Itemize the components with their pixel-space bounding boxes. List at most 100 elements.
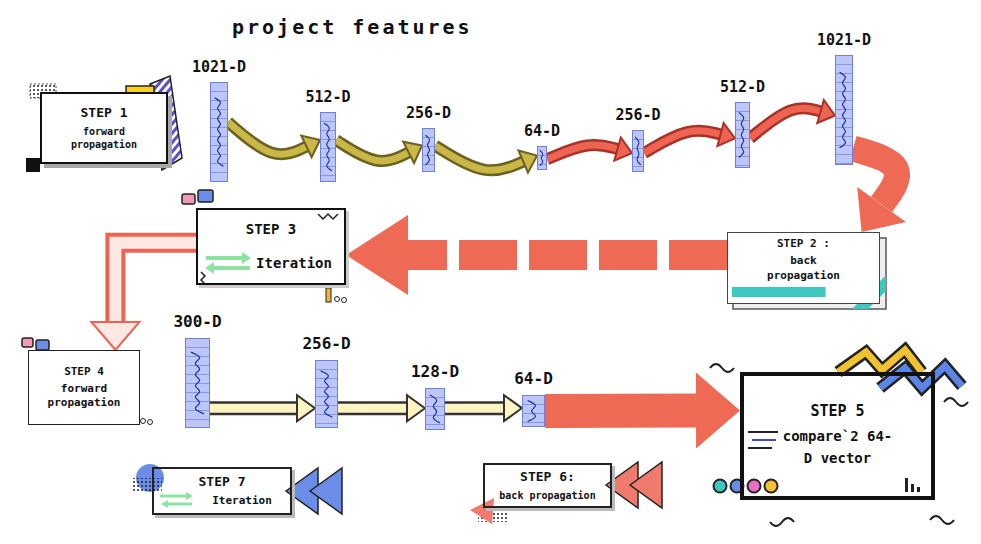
connector-line [545, 394, 696, 428]
pink-square [22, 338, 33, 347]
red-triangle [630, 462, 662, 508]
squiggle-line [739, 113, 744, 158]
vector-bar: 64-D [522, 395, 545, 427]
squiggle-line [191, 352, 204, 414]
step-box: STEP 1forward propagation [40, 92, 168, 164]
squiggle [710, 364, 734, 372]
dotted-patch [132, 478, 162, 492]
color-dot [748, 480, 761, 493]
step-heading: STEP 1 [81, 105, 128, 122]
signal-squiggle [321, 113, 335, 181]
dash-mark [748, 447, 772, 449]
arrowhead [519, 151, 538, 173]
green-arrowhead [205, 262, 214, 274]
green-arrowhead [186, 492, 193, 500]
vector-bar: 256-D [422, 128, 435, 172]
connector [338, 395, 425, 421]
connector-outline [210, 401, 297, 415]
green-arrow [168, 503, 192, 506]
signal-squiggle [836, 56, 852, 164]
dimension-label: 64-D [514, 369, 553, 390]
connector [336, 140, 422, 163]
blue-triangle [310, 468, 342, 514]
connector [91, 243, 196, 350]
bar-icon [905, 478, 908, 492]
dimension-label: 1021-D [192, 58, 246, 78]
connector [228, 122, 320, 157]
bar-icon-dot [148, 420, 153, 425]
dimension-label: 128-D [411, 362, 459, 383]
dimension-label: 256-D [302, 334, 350, 355]
blue-square [36, 340, 49, 350]
color-dot [765, 480, 778, 493]
connector-outline [547, 145, 618, 159]
connector-line [228, 122, 306, 154]
squiggle-line [430, 395, 440, 423]
connector-line [336, 140, 409, 161]
step-text: Iteration [210, 254, 332, 272]
step-text: compare`2 64-D vector [783, 425, 893, 470]
step-box: STEP 7Iteration [152, 467, 292, 515]
signal-squiggle [316, 361, 337, 427]
squiggle-line [321, 371, 333, 417]
vector-bar: 300-D [185, 338, 210, 428]
diagram-title: project features [232, 14, 473, 40]
squiggle-line [840, 72, 846, 148]
connector-outline [228, 122, 306, 154]
signal-squiggle [523, 396, 544, 426]
step-heading: STEP 2 : [777, 237, 830, 251]
vector-bar: 64-D [537, 146, 547, 170]
step-box: STEP 3Iteration [196, 208, 346, 285]
arrowhead [301, 136, 320, 158]
arrowhead [504, 395, 522, 421]
arrowhead [696, 373, 740, 449]
dash-mark [752, 439, 776, 441]
dimension-label: 1021-D [817, 31, 871, 51]
connector [445, 395, 522, 421]
step-box: STEP 2 :back propagation [727, 232, 880, 304]
signal-squiggle [736, 103, 749, 167]
squiggle-line [635, 137, 641, 165]
arrowhead [614, 138, 632, 161]
signal-squiggle [423, 129, 434, 171]
step-heading: STEP 6: [520, 469, 575, 486]
connector-outline [445, 401, 504, 415]
corner-square [26, 158, 40, 172]
squiggle [944, 398, 968, 406]
arrowhead [403, 142, 422, 163]
arrowhead [407, 395, 425, 421]
bar-icon [911, 484, 914, 492]
green-arrowhead [161, 500, 168, 508]
signal-squiggle [426, 389, 444, 429]
green-arrow [214, 266, 250, 270]
squiggle-line [425, 135, 429, 164]
connector-outline [115, 243, 196, 322]
bar-icon [326, 288, 331, 302]
connector [435, 146, 537, 173]
connector-line [408, 240, 727, 270]
squiggle [770, 518, 794, 526]
dimension-label: 512-D [305, 88, 350, 108]
connector-outline [750, 108, 821, 138]
bar-icon-dot [342, 298, 347, 303]
step-heading: STEP 4 [64, 365, 104, 379]
zigzag [318, 214, 338, 219]
arrowhead [857, 187, 906, 232]
connector-outline [644, 131, 720, 153]
bar-icon-dot [141, 419, 146, 424]
blue-zigzag [880, 366, 962, 388]
step-text: forward propagation [35, 382, 133, 411]
connector [545, 373, 740, 449]
squiggle-line [528, 401, 536, 422]
connector-line [338, 404, 407, 413]
step-heading: STEP 7 [199, 474, 246, 491]
signal-squiggle [211, 83, 227, 181]
squiggle-line [540, 150, 543, 165]
green-arrow [206, 256, 242, 260]
connector-outline [435, 146, 523, 171]
dimension-label: 64-D [524, 122, 560, 142]
vector-bar: 512-D [735, 102, 750, 168]
green-arrow [160, 495, 186, 498]
dimension-label: 256-D [615, 106, 660, 126]
arrowhead [717, 123, 735, 146]
